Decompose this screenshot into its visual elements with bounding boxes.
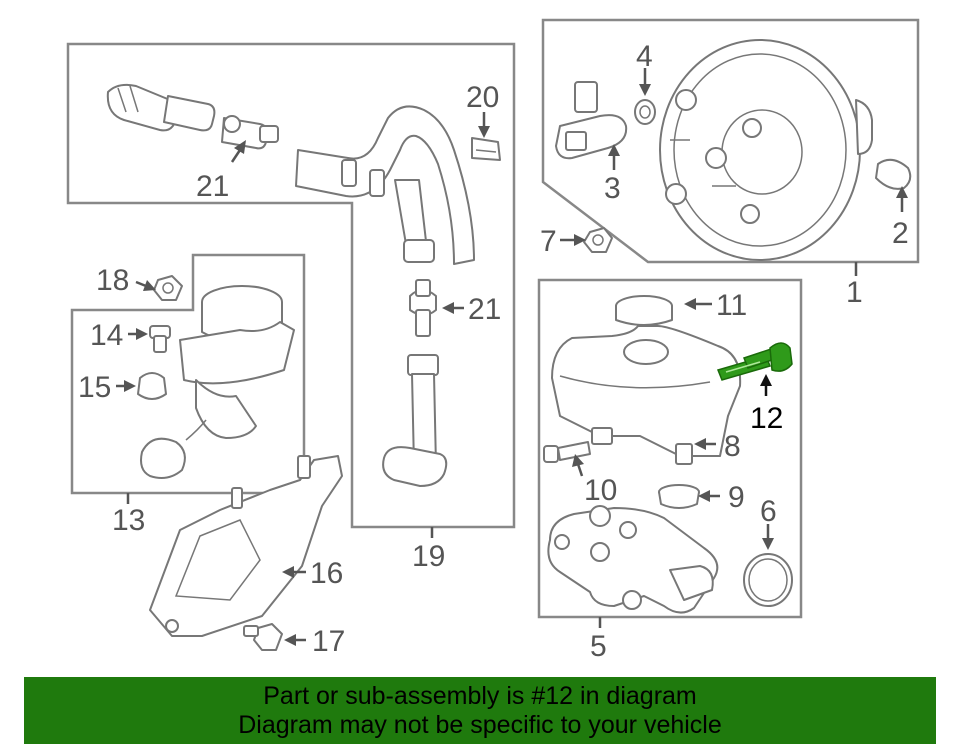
reservoir-cap-11 — [615, 295, 673, 326]
check-valve-21-upper — [221, 115, 279, 150]
callout-2: 2 — [892, 217, 909, 250]
frame-13-pump-group — [70, 253, 306, 495]
bolt-10 — [543, 441, 591, 463]
frame-1-booster-group — [541, 18, 920, 264]
vacuum-sensor-3 — [555, 81, 628, 160]
banner-line-part: Part or sub-assembly is #12 in diagram — [263, 682, 697, 710]
callout-21-upper: 21 — [196, 170, 229, 203]
callout-3: 3 — [604, 172, 621, 205]
callout-20: 20 — [466, 81, 499, 114]
leader-arrows — [116, 68, 908, 646]
seal-4 — [634, 99, 656, 125]
seal-6 — [743, 553, 793, 607]
callout-6: 6 — [760, 495, 777, 528]
clip-20 — [471, 137, 501, 161]
callout-21-lower: 21 — [468, 293, 501, 326]
grommet-15 — [137, 372, 167, 400]
callout-9: 9 — [728, 481, 745, 514]
banner-line-disclaimer: Diagram may not be specific to your vehi… — [238, 711, 722, 739]
callout-18: 18 — [96, 264, 129, 297]
check-valve-21-lower — [409, 279, 437, 337]
fluid-level-sensor-12 — [716, 342, 793, 381]
nut-18 — [153, 275, 183, 301]
callout-10: 10 — [584, 474, 617, 507]
hose-lower-19 — [382, 354, 448, 487]
callout-7: 7 — [540, 225, 557, 258]
bracket-16 — [149, 455, 343, 637]
frame-19-hose-group — [66, 42, 516, 529]
callout-11: 11 — [716, 289, 747, 322]
grommet-9 — [658, 484, 700, 509]
callout-8: 8 — [724, 430, 741, 463]
brake-booster-1 — [659, 39, 873, 261]
callout-13: 13 — [112, 504, 145, 537]
part-info-banner: Part or sub-assembly is #12 in diagram D… — [24, 677, 936, 744]
vacuum-hose-19 — [295, 105, 475, 265]
nut-7 — [583, 227, 613, 253]
bolt-14 — [149, 325, 171, 353]
callout-4: 4 — [636, 40, 653, 73]
reservoir-8 — [551, 325, 742, 465]
callout-14: 14 — [90, 319, 123, 352]
callout-17: 17 — [312, 625, 345, 658]
bolt-17 — [243, 623, 283, 651]
callout-5: 5 — [590, 630, 607, 663]
vacuum-pump-13 — [140, 285, 295, 479]
callout-16: 16 — [310, 557, 343, 590]
hose-connector-upper-left — [106, 83, 216, 132]
master-cylinder-5 — [547, 505, 719, 614]
seal-2 — [875, 158, 912, 190]
callout-1: 1 — [846, 276, 863, 309]
callout-19: 19 — [412, 540, 445, 573]
frame-5-master-cylinder-group — [537, 278, 803, 619]
callout-12: 12 — [750, 402, 783, 435]
callout-15: 15 — [78, 371, 111, 404]
